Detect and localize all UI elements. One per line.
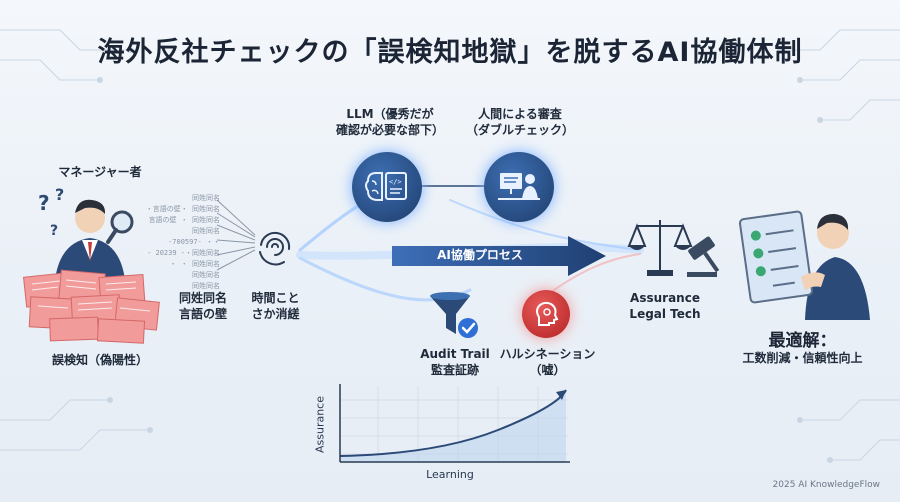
name-list-item: - 20239 -・同姓同名: [147, 249, 220, 257]
legal-tech-label-line: Legal Tech: [629, 307, 701, 321]
human-review-label-line: 人間による審査: [478, 107, 562, 121]
warning-head-icon: [536, 301, 559, 326]
legal-tech-label-line: Assurance: [630, 291, 700, 305]
svg-text:?: ?: [55, 185, 64, 204]
chart-y-label: Assurance: [313, 396, 327, 454]
time-label-line: さか消縒: [251, 307, 300, 321]
barrier-label: 同姓同名 言語の壁: [168, 290, 238, 322]
time-label: 時間こと さか消縒: [238, 290, 313, 322]
audit-trail-label: Audit Trail 監査証跡: [400, 346, 510, 378]
llm-label: LLM（優秀だが 確認が必要な部下）: [320, 106, 460, 138]
hallucination-label: ハルシネーション （嘘）: [490, 346, 605, 378]
learning-curve-line: [339, 389, 567, 457]
name-list-item: 同姓同名: [192, 282, 220, 290]
manager-role-label: マネージャー者: [58, 165, 142, 179]
name-list-item: 同姓同名: [192, 271, 220, 279]
hallucination-node: [522, 290, 570, 338]
converging-arrows: [216, 199, 256, 271]
barrier-label-line: 言語の壁: [178, 307, 227, 321]
stressed-manager-icon: ? ? ?: [22, 185, 160, 344]
name-list-item: 同姓同名: [192, 194, 220, 202]
audit-trail-label-line: Audit Trail: [420, 347, 490, 361]
scales-gavel-icon: [627, 220, 720, 277]
chart-x-label: Learning: [426, 468, 474, 481]
learning-curve-chart: [339, 384, 570, 463]
process-arrow-label: AI協働プロセス: [437, 248, 523, 262]
brain-code-icon: </>: [365, 172, 407, 201]
time-label-line: 時間こと: [251, 291, 300, 305]
llm-label-line: 確認が必要な部下）: [335, 123, 444, 137]
audit-trail-label-line: 監査証跡: [430, 363, 479, 377]
llm-label-line: LLM（優秀だが: [346, 107, 434, 121]
credit-text: 2025 AI KnowledgeFlow: [772, 480, 880, 490]
checklist-person-icon: [738, 210, 870, 320]
human-review-node: [484, 152, 554, 222]
svg-text:?: ?: [50, 223, 58, 239]
learning-curve-area: [340, 390, 566, 462]
process-arrow: [392, 236, 606, 276]
name-list-item: 同姓同名: [192, 227, 220, 235]
name-list-item: -700597- ・・: [168, 238, 220, 246]
garbled-name-list: 同姓同名 ・言語の壁・ 同姓同名 言語の壁 ・ 同姓同名 同姓同名 -70059…: [140, 193, 220, 292]
hallucination-label-line: ハルシネーション: [499, 347, 596, 361]
result-sub-label: 工数削減・信頼性向上: [742, 351, 863, 365]
reviewer-monitor-icon: [498, 173, 540, 200]
funnel-check-icon: [430, 292, 478, 338]
human-review-label-line: （ダブルチェック）: [465, 123, 574, 137]
name-list-item: ・言語の壁・ 同姓同名: [145, 205, 220, 213]
human-review-label: 人間による審査 （ダブルチェック）: [450, 106, 590, 138]
svg-text:?: ?: [38, 191, 50, 215]
page-title: 海外反社チェックの「誤検知地獄」を脱するAI協働体制: [97, 37, 803, 68]
svg-text:</>: </>: [389, 178, 402, 186]
name-list-item: ・ ・ 同姓同名: [169, 260, 220, 268]
result-label: 最適解：: [768, 331, 837, 351]
learning-curve-arrowhead: [556, 390, 566, 400]
llm-node: </>: [352, 152, 422, 222]
confusion-vortex-icon: [259, 231, 291, 266]
name-list-item: 言語の壁 ・ 同姓同名: [148, 216, 220, 224]
false-positive-label: 誤検知（偽陽性）: [51, 353, 148, 367]
legal-tech-label: Assurance Legal Tech: [610, 290, 720, 322]
barrier-label-line: 同姓同名: [178, 291, 227, 305]
hallucination-label-line: （嘘）: [529, 363, 566, 377]
